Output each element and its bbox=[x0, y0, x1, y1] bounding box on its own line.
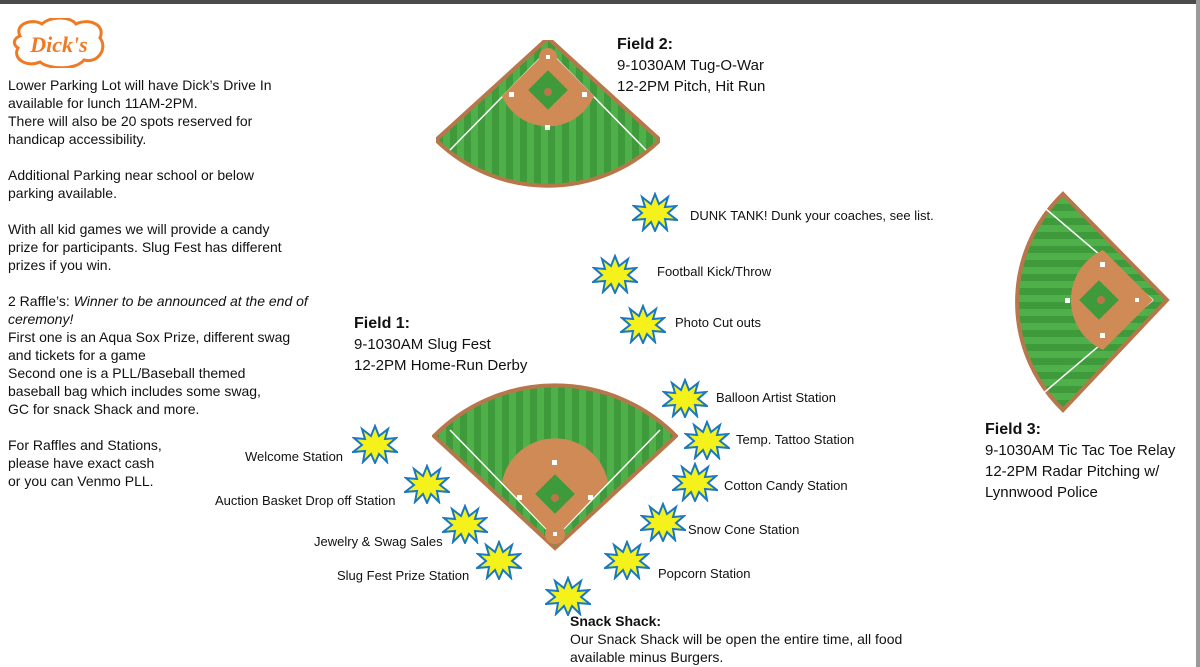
photo-cutouts-label: Photo Cut outs bbox=[675, 315, 761, 330]
field-1-title: Field 1: bbox=[354, 315, 411, 332]
balloon-artist-label: Balloon Artist Station bbox=[716, 390, 836, 405]
tattoo-star-icon bbox=[684, 420, 730, 460]
field-3-diagram bbox=[1015, 191, 1170, 413]
raffle-info: 2 Raffle’s: Winner to be announced at th… bbox=[8, 292, 308, 328]
field-1-morning: 9-1030AM Slug Fest bbox=[354, 336, 491, 353]
field-3-morning: 9-1030AM Tic Tac Toe Relay bbox=[985, 442, 1176, 459]
jewelry-star-icon bbox=[442, 504, 488, 544]
payment-info: For Raffles and Stations, please have ex… bbox=[8, 437, 162, 489]
field-1-info: Field 1: 9-1030AM Slug Fest 12-2PM Home-… bbox=[354, 314, 527, 376]
photo-star-icon bbox=[620, 304, 666, 344]
football-star-icon bbox=[592, 254, 638, 294]
jewelry-label: Jewelry & Swag Sales bbox=[314, 534, 443, 549]
raffle-winner-note: Winner to be announced at the end of cer… bbox=[8, 293, 308, 327]
slug-fest-prize-label: Slug Fest Prize Station bbox=[337, 568, 470, 583]
snack-shack-title: Snack Shack: bbox=[570, 613, 662, 629]
field-3-info: Field 3: 9-1030AM Tic Tac Toe Relay 12-2… bbox=[985, 420, 1175, 503]
candy-prize-info: With all kid games we will provide a can… bbox=[8, 221, 282, 273]
snow-cone-star-icon bbox=[640, 502, 686, 542]
raffle-details: First one is an Aqua Sox Prize, differen… bbox=[8, 329, 291, 417]
welcome-label: Welcome Station bbox=[245, 449, 344, 464]
field-3-title: Field 3: bbox=[985, 421, 1042, 438]
football-label: Football Kick/Throw bbox=[657, 264, 772, 279]
scrollbar-edge bbox=[1196, 0, 1200, 667]
field-1-afternoon: 12-2PM Home-Run Derby bbox=[354, 357, 528, 374]
parking-info: Lower Parking Lot will have Dick’s Drive… bbox=[8, 77, 272, 147]
raffle-lead: 2 Raffle’s: bbox=[8, 293, 74, 309]
dunk-tank-star-icon bbox=[632, 192, 678, 232]
field-3-afternoon: 12-2PM Radar Pitching w/ bbox=[985, 463, 1160, 480]
field-2-diagram bbox=[436, 40, 660, 188]
dunk-tank-label: DUNK TANK! Dunk your coaches, see list. bbox=[690, 208, 934, 223]
snack-shack-info: Snack Shack: Our Snack Shack will be ope… bbox=[570, 612, 950, 666]
snow-cone-label: Snow Cone Station bbox=[688, 522, 800, 537]
auction-label: Auction Basket Drop off Station bbox=[215, 493, 396, 508]
temp-tattoo-label: Temp. Tattoo Station bbox=[736, 432, 855, 447]
dicks-logo: Dick's bbox=[12, 18, 105, 68]
field-2-title: Field 2: bbox=[617, 36, 674, 53]
info-panel: Lower Parking Lot will have Dick’s Drive… bbox=[8, 76, 308, 490]
field-2-morning: 9-1030AM Tug-O-War bbox=[617, 57, 764, 74]
field-2-afternoon: 12-2PM Pitch, Hit Run bbox=[617, 78, 766, 95]
field-3-afternoon-cont: Lynnwood Police bbox=[985, 484, 1098, 501]
slug-fest-prize-star-icon bbox=[476, 540, 522, 580]
balloon-star-icon bbox=[662, 378, 708, 418]
auction-star-icon bbox=[404, 464, 450, 504]
snack-shack-body: Our Snack Shack will be open the entire … bbox=[570, 631, 903, 665]
cotton-candy-label: Cotton Candy Station bbox=[724, 478, 848, 493]
field-1-diagram bbox=[432, 383, 678, 551]
popcorn-star-icon bbox=[604, 540, 650, 580]
welcome-star-icon bbox=[352, 424, 398, 464]
additional-parking-info: Additional Parking near school or below … bbox=[8, 167, 254, 201]
window-top-border bbox=[0, 0, 1200, 4]
field-2-info: Field 2: 9-1030AM Tug-O-War 12-2PM Pitch… bbox=[617, 35, 765, 97]
cotton-candy-star-icon bbox=[672, 462, 718, 502]
snack-shack-star-icon bbox=[545, 576, 591, 616]
popcorn-label: Popcorn Station bbox=[658, 566, 751, 581]
logo-text: Dick's bbox=[29, 32, 87, 57]
